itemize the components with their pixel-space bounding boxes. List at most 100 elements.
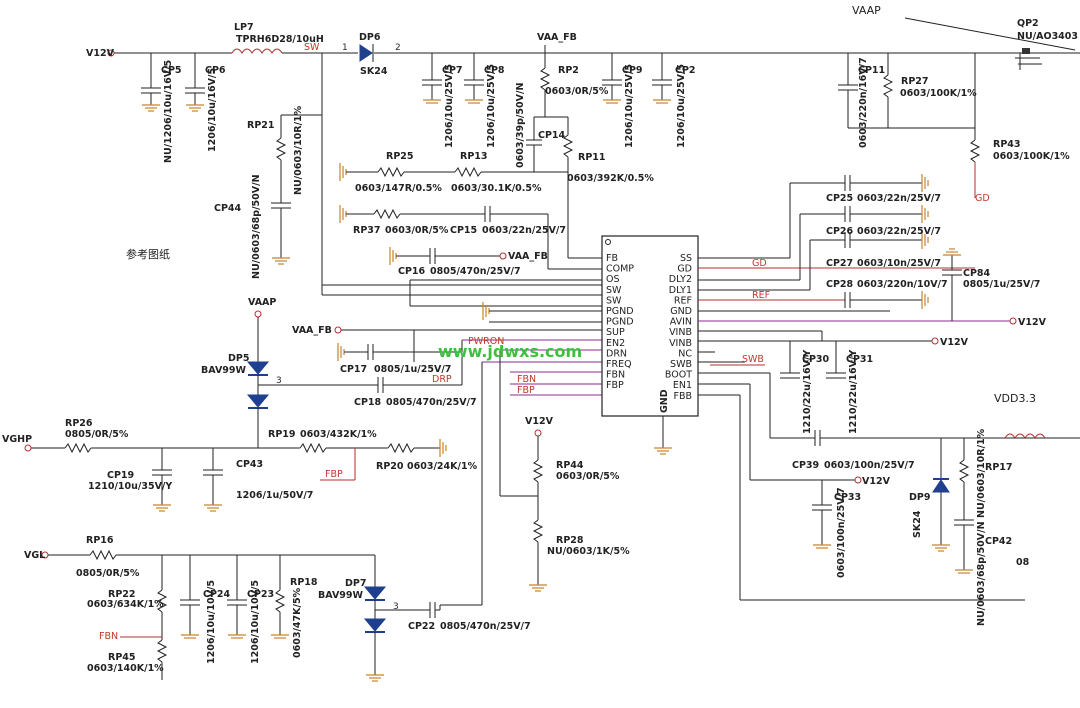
cap-cp7: [422, 53, 442, 104]
ic-pin-ref-right: REF: [674, 295, 692, 306]
mosfet-qp2: [1015, 48, 1042, 70]
ic-pin-boot-right: BOOT: [665, 370, 692, 381]
cap-cp43: [203, 448, 223, 512]
vaap-top-label: VAAP: [852, 4, 881, 17]
ic-pin-gd-right: GD: [677, 264, 692, 275]
cp24-value: 1206/10u/10V/5: [206, 580, 217, 664]
cap-cp5: [141, 53, 161, 112]
rp13-value: 0603/30.1K/0.5%: [451, 183, 542, 194]
right-wires: [698, 174, 1080, 601]
rp43-label: RP43: [993, 139, 1021, 150]
ic-pin-fbb-right: FBB: [674, 391, 693, 402]
resistor-rp44-rp28: [529, 429, 547, 592]
inductor-lp7: [231, 48, 283, 54]
cp44-label: CP44: [214, 203, 242, 214]
ic-pin-fbp-left: FBP: [606, 380, 624, 391]
cp39-label: CP39: [792, 460, 819, 471]
cp28-value: 0603/220n/10V/7: [857, 279, 948, 290]
rp26-label: RP26: [65, 418, 93, 429]
ic-pin-fb-left: FB: [606, 253, 618, 264]
rp16-value: 0805/0R/5%: [76, 568, 140, 579]
watermark: www.jdwxs.com: [438, 342, 582, 361]
rp26-value: 0805/0R/5%: [65, 429, 129, 440]
cp23-value: 1206/10u/10V/5: [250, 580, 261, 664]
rp25-label: RP25: [386, 151, 414, 162]
cap-cp9: [602, 53, 622, 104]
ic-pin-vinb-right: VINB: [669, 338, 692, 349]
vdd33-label: VDD3.3: [994, 392, 1036, 405]
cp27-label: CP27: [826, 258, 853, 269]
cp17-value: 0805/1u/25V/7: [374, 364, 451, 375]
cp26-value: 0603/22n/25V/7: [857, 226, 941, 237]
cp7-value: 1206/10u/25V/5: [444, 64, 455, 148]
rp27-value: 0603/100K/1%: [900, 88, 977, 99]
gd-mid-label: GD: [752, 258, 767, 269]
cp8-value: 1206/10u/25V/5: [486, 64, 497, 148]
ic-pin-comp-left: COMP: [606, 264, 634, 275]
rp44-label: RP44: [556, 460, 584, 471]
rp43-value: 0603/100K/1%: [993, 151, 1070, 162]
cp9-value: 1206/10u/25V/5: [624, 64, 635, 148]
resistor-rp11: [497, 117, 602, 259]
rp28-value: NU/0603/1K/5%: [547, 546, 630, 557]
cp19-label: CP19: [107, 470, 134, 481]
rp17-value: NU/0603/10R/1%: [976, 428, 987, 518]
ic-gnd-label: GND: [659, 389, 670, 413]
v12v-left-label: V12V: [86, 48, 115, 59]
rp22-value: 0603/634K/1%: [87, 599, 164, 610]
ic-pin-sw-left: SW: [606, 285, 622, 296]
cp15-value: 0603/22n/25V/7: [482, 225, 566, 236]
rp11-label: RP11: [578, 152, 606, 163]
cap-cp16: [389, 247, 507, 265]
cp42-label: CP42: [985, 536, 1012, 547]
pin-2-label: 2: [395, 43, 401, 53]
ref-mid-label: REF: [752, 290, 770, 301]
cap-cp24: [180, 555, 200, 639]
ic-right-pins: SSGDDLY2DLY1REFGNDAVINVINBVINBNCSWBBOOTE…: [665, 253, 692, 402]
rp13-label: RP13: [460, 151, 488, 162]
dp5-pin-3-label: 3: [276, 376, 282, 386]
ic-pin-dly1-right: DLY1: [669, 285, 692, 296]
resistor-rp2: [534, 45, 568, 118]
cp25-label: CP25: [826, 193, 853, 204]
cap-cp14: [526, 117, 542, 172]
diode-dp5: [246, 310, 463, 448]
cp39-value: 0603/100n/25V/7: [824, 460, 915, 471]
ic-pin-os-left: OS: [606, 274, 620, 285]
lp7-value: TPRH6D28/10uH: [236, 34, 324, 45]
cp5-value: NU/1206/10u/16V/5: [163, 60, 174, 163]
vaa-fb-left-label: VAA_FB: [292, 325, 332, 336]
vaa-fb-mid-label: VAA_FB: [508, 251, 548, 262]
v12v-right-2: V12V: [940, 337, 969, 348]
lp7-label: LP7: [234, 22, 254, 33]
vgl-label: VGL: [24, 550, 45, 561]
cp24-label: CP24: [203, 589, 231, 600]
cp16-value: 0805/470n/25V/7: [430, 266, 521, 277]
cp33-value: 0603/100n/25V/7: [836, 487, 847, 578]
cap-cp23: [227, 555, 247, 639]
cp25-value: 0603/22n/25V/7: [857, 193, 941, 204]
drp-net-label: DRP: [432, 374, 452, 385]
qp2-label: QP2: [1017, 18, 1039, 29]
resistor-rp43: [969, 53, 981, 198]
rp27-label: RP27: [901, 76, 929, 87]
ic-pin-pgnd-left: PGND: [606, 306, 634, 317]
cp16-label: CP16: [398, 266, 426, 277]
vaa-fb-top-label: VAA_FB: [537, 32, 577, 43]
ic-pin-fbn-left: FBN: [606, 370, 625, 381]
cp9-label: CP9: [622, 65, 643, 76]
ic-pin-ss-right: SS: [680, 253, 692, 264]
diode-dp7: [363, 555, 441, 682]
resistor-rp37-cap-cp15: [339, 205, 602, 270]
bav99w-label-a: BAV99W: [201, 365, 247, 376]
cp31-label: CP31: [846, 354, 873, 365]
cp7-label: CP7: [442, 65, 463, 76]
resistor-rp27: [848, 53, 975, 129]
resistor-rp25-rp13: [339, 163, 497, 181]
vghp-label: VGHP: [2, 434, 32, 445]
cp84-label: CP84: [963, 268, 991, 279]
cut-off-text: 08: [1016, 557, 1030, 568]
ic-pin-avin-right: AVIN: [670, 317, 692, 328]
ic-pin-nc-right: NC: [678, 348, 692, 359]
